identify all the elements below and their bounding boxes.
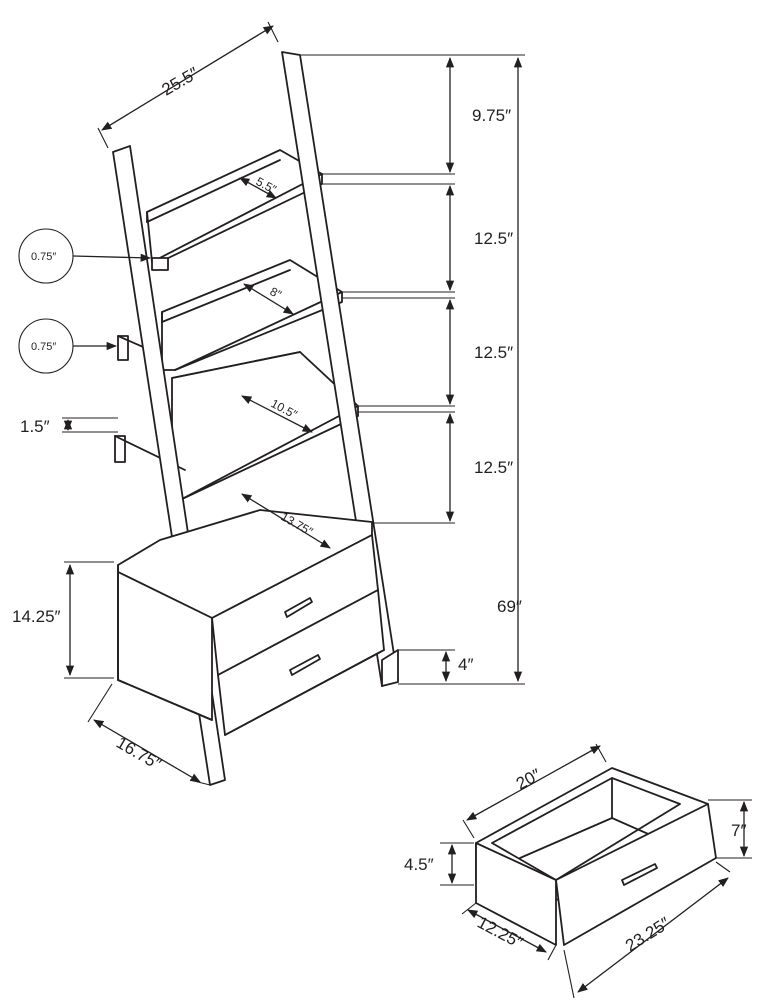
label-drawer-front-width: 23.25″ — [622, 914, 673, 956]
shelf-depth-arrow-1 — [239, 177, 277, 199]
drawer-lower[interactable] — [217, 589, 385, 736]
label-drawer-height-inner: 4.5″ — [404, 855, 434, 874]
shelf-1 — [146, 149, 323, 271]
label-total-height: 69″ — [497, 597, 522, 616]
ladder-shelf-drawing — [112, 51, 399, 786]
label-shelf-gap-2: 12.5″ — [474, 343, 513, 362]
label-shelf-gap-3: 12.5″ — [474, 458, 513, 477]
label-shelf-thickness: 1.5″ — [20, 417, 50, 436]
label-top-clearance: 9.75″ — [472, 106, 511, 125]
label-foot-height: 4″ — [458, 655, 473, 674]
shelf-depth-arrow-2 — [243, 283, 294, 315]
dimension-lines — [18, 21, 525, 786]
label-shelf-gap-1: 12.5″ — [474, 229, 513, 248]
label-base-depth: 16.75″ — [113, 733, 165, 774]
shelf-depth-arrow-4 — [241, 493, 331, 549]
shelf-depth-arrow-3 — [241, 395, 313, 433]
shelf-2 — [117, 259, 343, 371]
label-rail-thickness-2: 0.75″ — [31, 341, 56, 353]
label-drawer-width: 20″ — [513, 765, 544, 793]
label-drawer-height-front: 7″ — [731, 821, 746, 840]
label-rail-thickness-1: 0.75″ — [31, 251, 56, 263]
right-foot — [381, 649, 399, 687]
label-width-top: 25.5″ — [159, 63, 202, 99]
label-base-height: 14.25″ — [12, 607, 61, 626]
drawer-detail — [440, 743, 752, 999]
